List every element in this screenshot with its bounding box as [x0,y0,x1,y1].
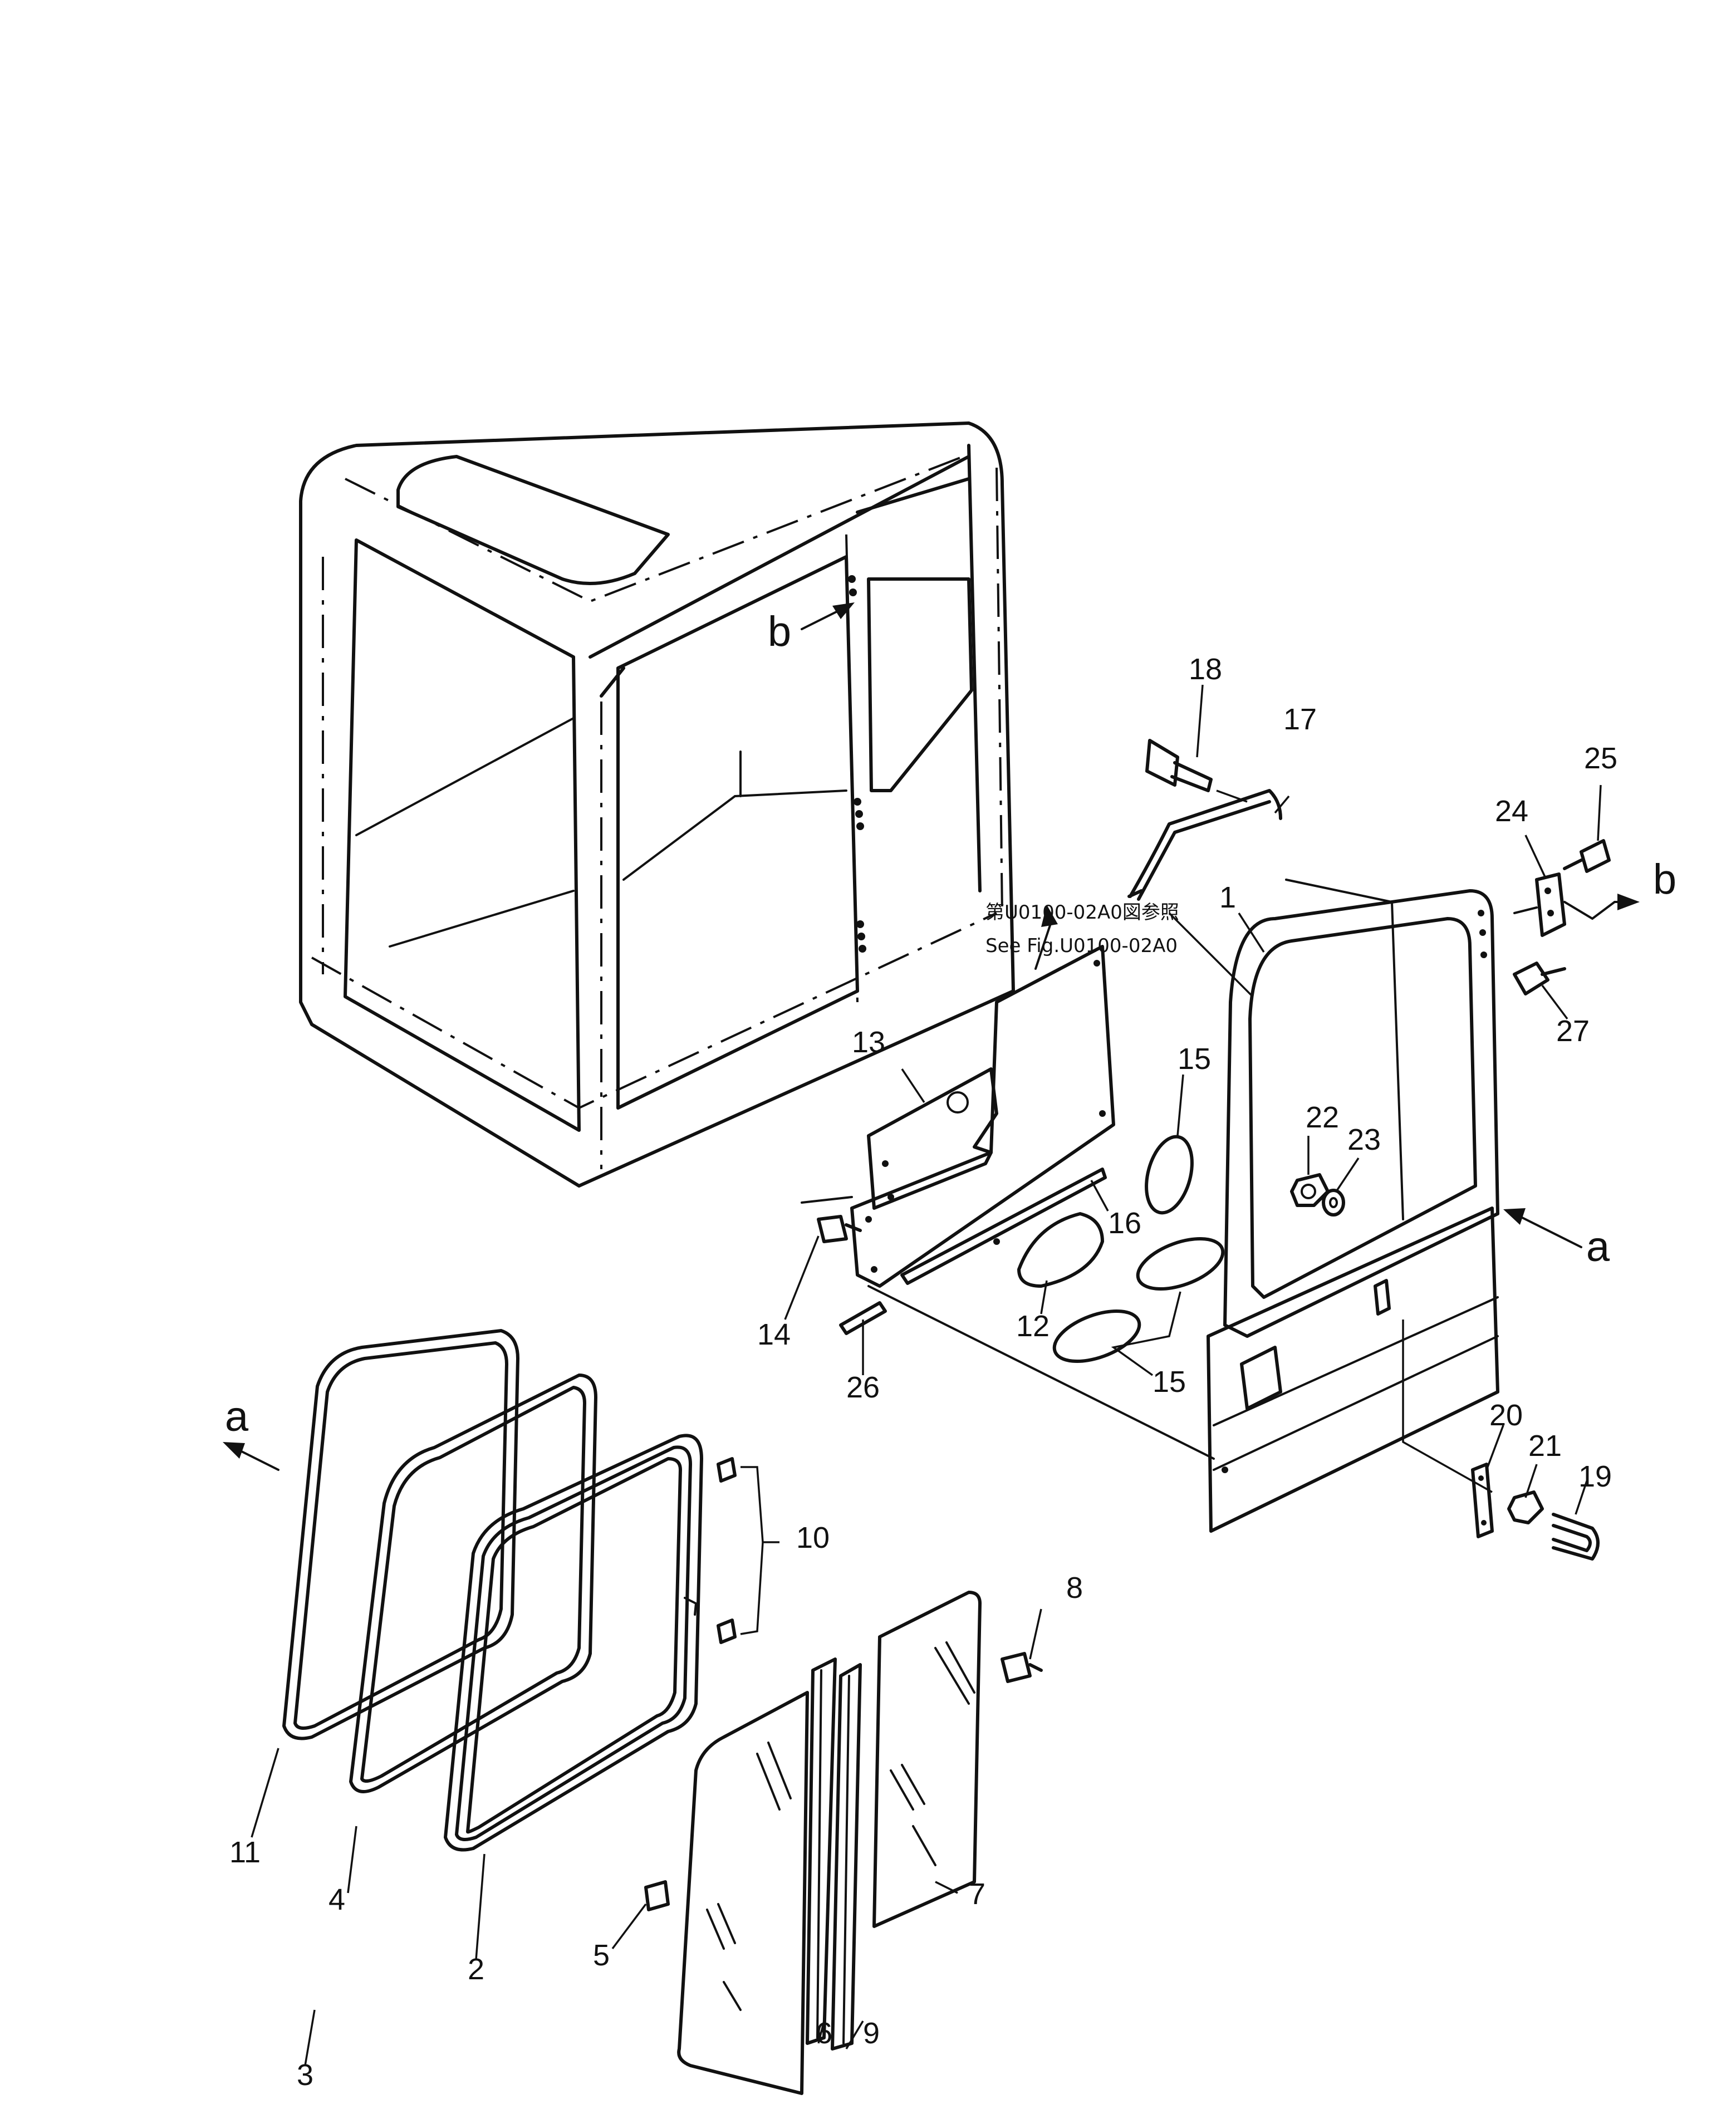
reference-en: See Fig.U0100-02A0 [985,935,1178,957]
callout-12: 12 [1016,1309,1050,1343]
callout-14: 14 [757,1318,791,1351]
callout-27: 27 [1556,1014,1590,1048]
callout-21: 21 [1528,1429,1562,1463]
callout-4: 4 [328,1883,345,1916]
washer-23 [1322,1189,1345,1217]
reference-jp: 第U0100-02A0図参照 [985,901,1179,924]
bolt-25 [1563,839,1611,873]
guide-9 [831,1663,862,2051]
callout-5: 5 [593,1939,610,1972]
guide-6 [806,1657,837,2045]
view-a-marker-door: a [1503,1208,1610,1271]
caps-15 [1052,1135,1225,1363]
seal-4 [349,1374,597,1793]
callout-15a: 15 [1178,1042,1211,1076]
cab-frame [299,421,1015,1188]
callout-24: 24 [1495,794,1528,828]
callout-2: 2 [468,1953,484,1986]
glass-frame-2 [444,1434,703,1852]
callout-15b: 15 [1153,1365,1186,1399]
callout-3: 3 [297,2058,313,2092]
view-a-label-left: a [225,1393,249,1440]
grommet-14 [817,1215,862,1243]
glass-3 [677,1691,809,2095]
callout-22: 22 [1306,1101,1339,1134]
callout-10: 10 [796,1521,830,1554]
callout-11: 11 [229,1836,261,1869]
callout-20: 20 [1489,1399,1523,1432]
view-a-marker-left: a [223,1393,279,1471]
callout-26: 26 [846,1371,880,1404]
bolt-18 [1145,739,1248,803]
plate-20 [1471,1463,1494,1538]
view-b-label: b [768,608,791,655]
seal-16 [900,1168,1107,1285]
seal-11 [282,1329,519,1740]
nut-22 [1290,1173,1330,1207]
callout-8: 8 [1066,1571,1083,1605]
view-b-marker-door: b [1563,856,1676,920]
lock-plate-24 [1513,872,1566,937]
callout-6: 6 [816,2017,832,2050]
callout-numbers: 1 2 3 4 5 6 7 8 9 10 11 12 13 14 15 15 1… [229,653,1617,2092]
callout-23: 23 [1347,1123,1381,1156]
nut-21 [1507,1490,1544,1524]
view-b-label-door: b [1653,856,1676,903]
callout-17: 17 [1283,703,1317,736]
u-bolt-19 [1552,1513,1600,1561]
seal-26 [839,1301,887,1335]
view-b-marker-cab: b [768,602,855,655]
door-panel [1168,879,1499,1533]
bolt-27 [1513,962,1566,995]
glass-7 [872,1591,982,1928]
callout-9: 9 [863,2017,880,2050]
callout-19: 19 [1578,1460,1612,1493]
latch-8 [1001,1652,1043,1683]
callout-7: 7 [969,1877,985,1911]
callout-25: 25 [1584,742,1617,775]
leader-lines [251,684,1602,2066]
latch-5 [644,1880,670,1911]
callout-16: 16 [1108,1206,1141,1240]
callout-13: 13 [852,1026,885,1059]
cover-13 [867,1067,998,1210]
callout-18: 18 [1189,653,1222,686]
panel-assy [801,905,1215,1460]
cap-12 [1017,1212,1104,1288]
stoppers-10 [717,1457,737,1644]
callout-1: 1 [1219,881,1236,914]
view-a-label-door: a [1586,1223,1610,1271]
handle-17 [1127,789,1282,901]
